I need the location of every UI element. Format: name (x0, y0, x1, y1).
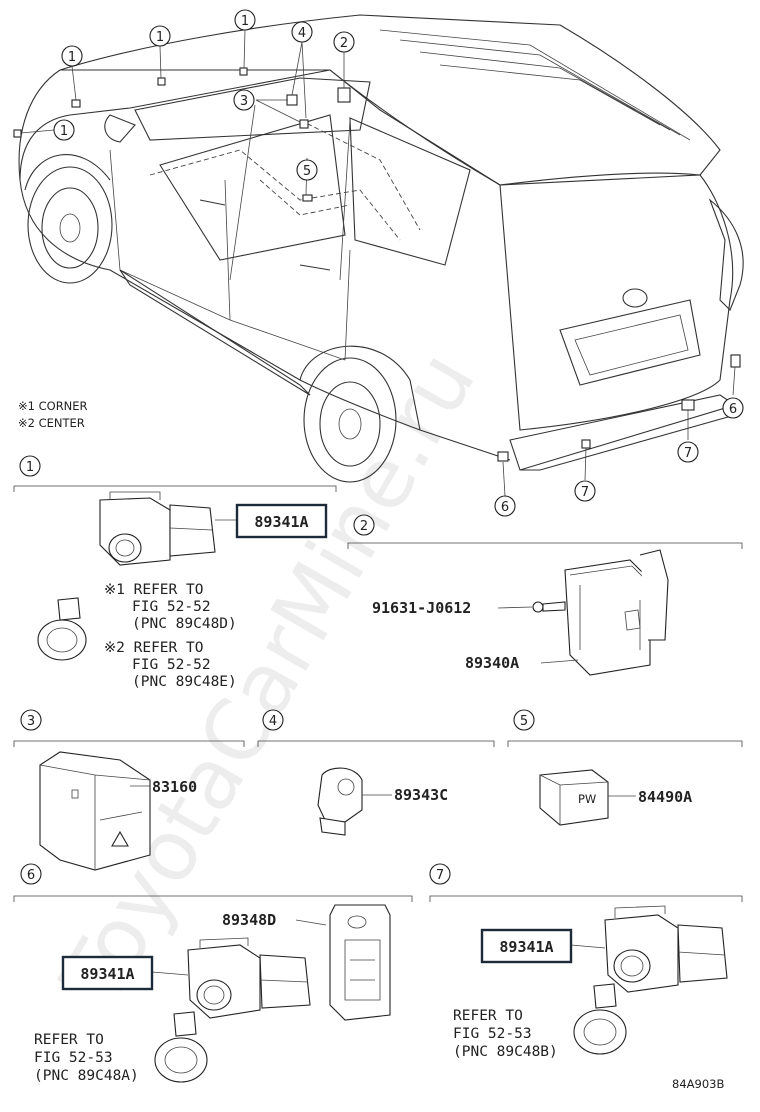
legend-corner: ※1 CORNER (18, 399, 88, 413)
callout-5-vehicle: 5 (296, 159, 318, 181)
section-5: 5 PW 84490A (507, 709, 743, 826)
section-5-number: 5 (520, 714, 528, 729)
bolt-icon (532, 601, 566, 613)
callout-4-vehicle: 4 (291, 21, 313, 43)
callout-6-a: 6 (494, 495, 516, 517)
s1-note1-line2: FIG 52-52 (132, 599, 211, 615)
section-6-number: 6 (27, 868, 35, 883)
section-3-number: 3 (27, 714, 35, 729)
part-box-89341a-7 (480, 928, 573, 964)
callout-2-vehicle: 2 (333, 31, 355, 53)
part-box-89341a-6 (61, 955, 154, 991)
section-4-number: 4 (269, 714, 277, 729)
svg-text:4: 4 (298, 26, 306, 41)
callout-3-vehicle: 3 (233, 89, 255, 111)
section-2-number: 2 (360, 519, 368, 534)
part-number-89341a-6[interactable]: 89341A (80, 965, 134, 983)
svg-text:1: 1 (68, 50, 76, 65)
retainer-ring-icon-6 (154, 1011, 208, 1083)
part-number-89343c[interactable]: 89343C (394, 786, 448, 804)
section-7-number: 7 (436, 868, 444, 883)
parking-sensor-icon (99, 491, 216, 566)
callout-7-b: 7 (677, 441, 699, 463)
diagram-code: 84A903B (672, 1077, 724, 1091)
svg-text:7: 7 (581, 485, 589, 500)
section-2: 2 91631-J0612 89340A (347, 514, 743, 676)
section-7: 7 89341A REFER TO FIG 52-53 (PNC 89C48B) (429, 863, 743, 1060)
s7-note-line1: REFER TO (453, 1008, 523, 1024)
svg-text:2: 2 (340, 36, 348, 51)
control-module-icon (564, 549, 669, 676)
svg-text:1: 1 (60, 124, 68, 139)
part-number-89341a-1[interactable]: 89341A (254, 513, 308, 531)
retainer-ring-icon (37, 597, 87, 661)
callout-6-b: 6 (722, 397, 744, 419)
s6-note-line3: (PNC 89C48A) (34, 1068, 139, 1084)
s7-note-line3: (PNC 89C48B) (453, 1044, 558, 1060)
part-number-91631-j0612[interactable]: 91631-J0612 (372, 599, 471, 617)
pw-button-text: PW (578, 792, 596, 806)
callout-1-a: 1 (61, 45, 83, 67)
section-1: 1 89341A ※1 REFER TO FIG 52-52 (PNC 89C4… (13, 455, 337, 690)
sensor-switch-icon (317, 767, 363, 836)
svg-text:3: 3 (240, 94, 248, 109)
part-box-89341a-1 (235, 503, 328, 539)
s1-note1-line3: (PNC 89C48D) (132, 616, 237, 632)
section-3: 3 83160 (13, 709, 245, 871)
svg-text:6: 6 (501, 500, 509, 515)
section-6: 6 89348D 89341A REFER TO FIG 52-53 (PNC … (13, 863, 413, 1084)
part-number-89348d[interactable]: 89348D (222, 911, 276, 929)
part-number-89340a[interactable]: 89340A (465, 654, 519, 672)
s1-note2-line1: ※2 REFER TO (104, 640, 203, 656)
section-4: 4 89343C (257, 709, 495, 836)
parking-sensor-icon-6 (187, 937, 311, 1019)
legend-center: ※2 CENTER (18, 416, 85, 430)
pw-switch-icon: PW (539, 769, 609, 826)
svg-text:1: 1 (241, 14, 249, 29)
part-number-89341a-7[interactable]: 89341A (499, 938, 553, 956)
sensor-bracket-icon (329, 904, 391, 1021)
callout-1-c: 1 (234, 9, 256, 31)
s1-note1-line1: ※1 REFER TO (104, 582, 203, 598)
section-1-number: 1 (26, 460, 34, 475)
s6-note-line2: FIG 52-53 (34, 1050, 113, 1066)
s1-note2-line2: FIG 52-52 (132, 657, 211, 673)
part-number-83160[interactable]: 83160 (152, 778, 197, 796)
svg-text:5: 5 (303, 164, 311, 179)
svg-text:6: 6 (729, 402, 737, 417)
s6-note-line1: REFER TO (34, 1032, 104, 1048)
part-number-84490a[interactable]: 84490A (638, 788, 692, 806)
parking-sensor-icon-7 (604, 905, 728, 993)
callout-1-d: 1 (53, 119, 75, 141)
retainer-ring-icon-7 (573, 983, 627, 1055)
hazard-switch-icon (39, 751, 151, 871)
svg-text:1: 1 (156, 30, 164, 45)
svg-text:7: 7 (684, 446, 692, 461)
vehicle-illustration (13, 14, 744, 497)
callout-7-a: 7 (574, 480, 596, 502)
callout-1-b: 1 (149, 25, 171, 47)
s1-note2-line3: (PNC 89C48E) (132, 674, 237, 690)
s7-note-line2: FIG 52-53 (453, 1026, 532, 1042)
